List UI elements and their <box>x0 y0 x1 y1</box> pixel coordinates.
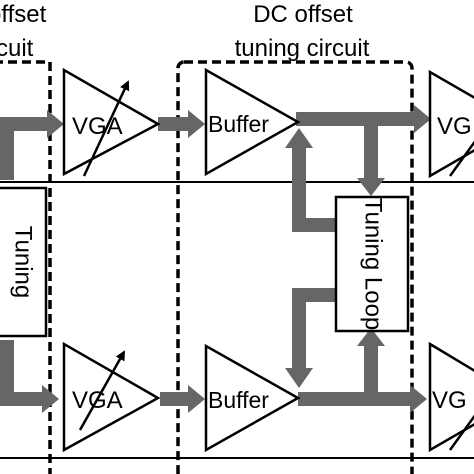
buffer-bottom-label: Buffer <box>208 387 269 413</box>
tuning-loop-block <box>334 195 410 333</box>
tuning-loop-label: Tuning Loop <box>360 198 387 331</box>
buffer-top-triangle <box>204 67 301 177</box>
vga-top-triangle <box>62 67 161 177</box>
title-fragment-offset: offset <box>0 1 47 28</box>
vga-top-right-gain-line <box>448 140 474 177</box>
vga-bottom-triangle <box>62 341 161 453</box>
thick-signal-bottom <box>0 340 427 413</box>
vga-top-right-label: VG <box>437 113 472 140</box>
dashed-box-left <box>0 60 52 474</box>
title-fragment-cuit: cuit <box>0 35 34 62</box>
thick-loop-arrows <box>285 120 385 399</box>
vga-top-right-triangle <box>428 69 474 179</box>
vga-bottom-right-triangle <box>428 341 474 453</box>
vga-top-gain-arrow <box>82 80 130 177</box>
tuning-label-left: Tuning <box>10 226 37 299</box>
vga-bottom-right-gain-line <box>448 414 474 451</box>
tuning-block-left <box>0 186 48 338</box>
buffer-top-label: Buffer <box>208 111 269 137</box>
vga-top-label: VGA <box>72 113 123 140</box>
group-title-line1: DC offset <box>253 1 353 28</box>
group-title-line2: tuning circuit <box>235 35 370 62</box>
vga-bottom-right-label: VG <box>432 387 467 414</box>
thick-signal-top <box>0 105 431 180</box>
dashed-box-center <box>176 60 414 474</box>
vga-bottom-gain-arrow <box>78 350 126 431</box>
buffer-bottom-triangle <box>204 343 301 453</box>
